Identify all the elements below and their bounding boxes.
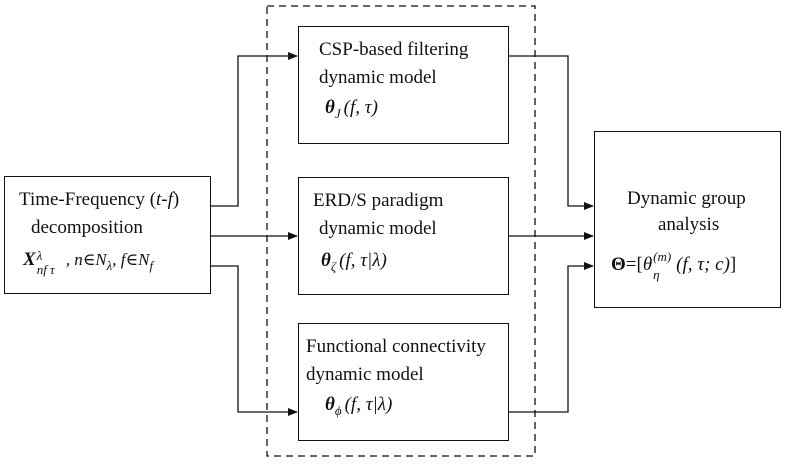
model-csp-theta-sub: J: [334, 105, 341, 121]
output-title: Dynamic group: [627, 188, 746, 209]
input-formula-N1-sub: λ: [106, 257, 113, 273]
input-formula-X: X: [23, 249, 36, 270]
model-csp-subtitle: dynamic model: [319, 67, 437, 88]
input-formula-N2: N: [138, 250, 150, 269]
output-formula: Θ=[θ(m) η (f, τ; c)]: [611, 249, 737, 282]
model-box-connectivity: Functional connectivity dynamic model θϕ…: [298, 323, 509, 441]
input-formula-in2: ∈: [125, 250, 139, 269]
model-connectivity-title: Functional connectivity: [306, 336, 486, 357]
output-formula-eq: =[: [625, 254, 643, 275]
input-title-post: ): [172, 189, 180, 210]
arrow-input-to-csp: [210, 52, 298, 207]
model-connectivity-subtitle: dynamic model: [306, 364, 424, 385]
input-formula-N2-sub: f: [149, 257, 154, 273]
model-csp-title: CSP-based filtering: [319, 39, 469, 60]
arrow-connectivity-to-output: [508, 262, 594, 413]
arrow-csp-to-output: [508, 55, 594, 210]
input-formula-X-sup: λ: [36, 248, 43, 263]
output-formula-close: ]: [729, 254, 737, 275]
model-connectivity-args: (f, τ|λ): [344, 394, 393, 415]
arrow-input-to-connectivity: [210, 265, 298, 416]
model-erds-formula: θζ(f, τ|λ): [321, 250, 387, 274]
output-formula-args: (f, τ; c): [676, 254, 730, 275]
model-connectivity-theta-sub: ϕ: [334, 402, 342, 418]
input-formula-N1: N: [95, 250, 107, 269]
output-formula-theta: θ: [642, 254, 653, 275]
model-erds-args: (f, τ|λ): [339, 250, 387, 271]
input-title-line: Time-Frequency (t-f): [19, 189, 179, 211]
input-title-pre: Time-Frequency (: [19, 189, 157, 210]
model-csp-args: (f, τ): [343, 97, 378, 118]
model-erds-title: ERD/S paradigm: [313, 190, 444, 211]
input-formula-in1: ∈: [82, 250, 96, 269]
model-box-erds: ERD/S paradigm dynamic model θζ(f, τ|λ): [298, 177, 509, 295]
output-formula-Theta: Θ: [611, 254, 626, 275]
model-box-csp: CSP-based filtering dynamic model θJ(f, …: [298, 26, 509, 144]
input-formula-f: , f: [112, 250, 126, 269]
model-connectivity-formula: θϕ(f, τ|λ): [325, 394, 393, 418]
model-csp-formula: θJ(f, τ): [325, 97, 378, 121]
model-group-dashed-frame: [266, 5, 536, 457]
output-subtitle: analysis: [658, 214, 720, 235]
output-box-dynamic-group: Dynamic group analysis Θ=[θ(m) η (f, τ; c)…: [594, 131, 781, 308]
input-subtitle: decomposition: [31, 217, 143, 238]
output-formula-sub: η: [653, 267, 660, 282]
input-formula-n: , n: [65, 250, 83, 269]
input-formula-X-sub: nf τ: [36, 262, 55, 277]
output-formula-sup: (m): [653, 249, 672, 264]
input-title-tf: t-f: [156, 189, 173, 210]
model-erds-theta-sub: ζ: [330, 258, 337, 274]
model-erds-subtitle: dynamic model: [319, 218, 437, 239]
